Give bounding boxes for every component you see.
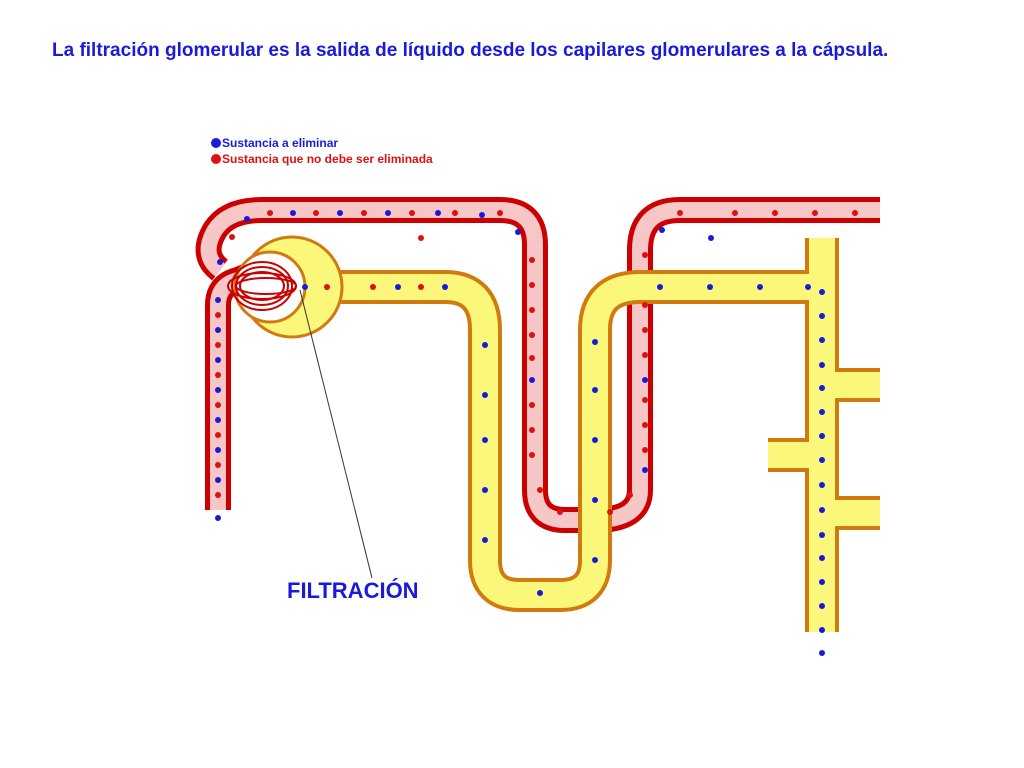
legend-item-no-eliminar: Sustancia que no debe ser eliminada xyxy=(211,151,433,167)
red-dot-icon xyxy=(211,154,221,164)
legend-label-no-eliminar: Sustancia que no debe ser eliminada xyxy=(222,152,433,166)
legend: Sustancia a eliminar Sustancia que no de… xyxy=(211,135,433,167)
filtration-pointer-line xyxy=(299,289,373,579)
glomerulus xyxy=(227,261,297,311)
blue-dot-icon xyxy=(211,138,221,148)
blue-particles xyxy=(215,210,825,656)
red-particles xyxy=(215,210,858,515)
renal-tubule xyxy=(300,238,880,632)
legend-label-eliminar: Sustancia a eliminar xyxy=(222,136,339,150)
legend-item-eliminar: Sustancia a eliminar xyxy=(211,135,433,151)
slide-title: La filtración glomerular es la salida de… xyxy=(52,40,889,61)
filtration-label: FILTRACIÓN xyxy=(287,578,419,603)
